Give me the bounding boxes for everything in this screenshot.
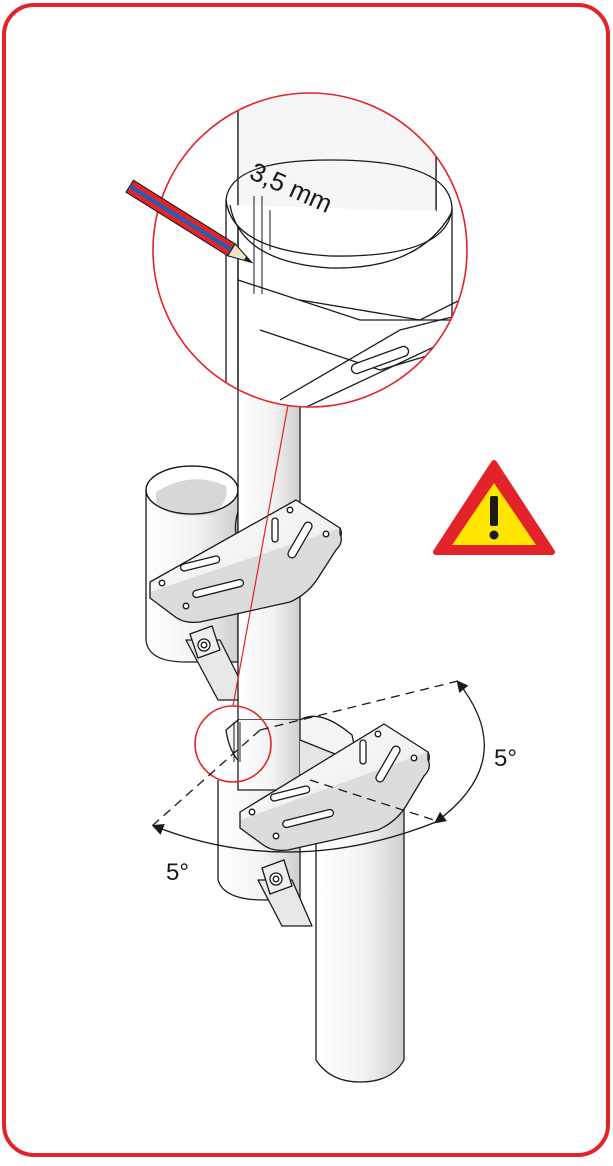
- detail-leader-line: [232, 404, 289, 707]
- warning-triangle-icon: [433, 460, 555, 555]
- bracket-illustration: [145, 300, 430, 1083]
- pencil-icon: [125, 179, 254, 264]
- angle-indicators: [151, 679, 485, 853]
- angle-arc-left: [151, 821, 437, 853]
- lower-pipe: [315, 800, 405, 1083]
- angle-arc-right: [434, 680, 485, 824]
- angle-label-left: 5°: [166, 859, 189, 886]
- angle-label-right: 5°: [494, 745, 517, 772]
- frame-border: [2, 3, 610, 1157]
- zoom-detail: [152, 92, 468, 408]
